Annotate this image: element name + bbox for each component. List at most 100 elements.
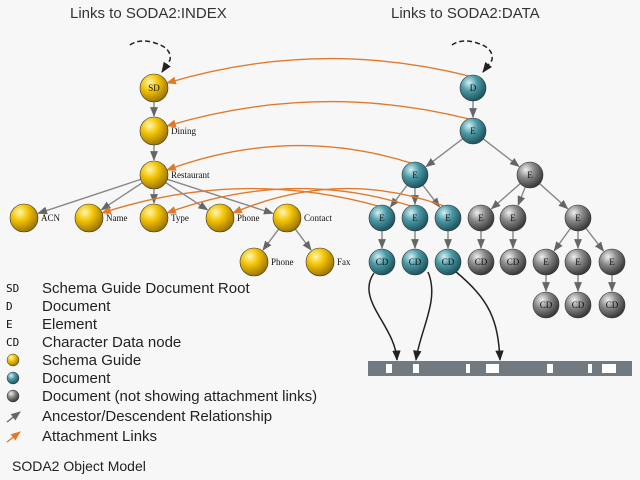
gray-node-ball (499, 248, 527, 276)
node-type: Type (139, 203, 189, 233)
doc-ball-icon (6, 371, 20, 385)
data-bar (368, 361, 632, 376)
legend-text: Ancestor/Descendent Relationship (42, 408, 272, 425)
node-symbol: CD (442, 257, 455, 267)
data-bar-segment (386, 364, 392, 373)
node-symbol: CD (540, 300, 553, 310)
node-e2: E (401, 161, 429, 189)
node-label: Dining (171, 126, 197, 136)
schema-node-ball (139, 203, 169, 233)
tree-edge-contact-phone2 (262, 228, 280, 251)
node-label: Contact (304, 213, 332, 223)
doc-node-ball (401, 248, 429, 276)
node-e3b: E (401, 204, 429, 232)
tree-edges (37, 101, 616, 292)
node-symbol: E (575, 257, 581, 267)
node-contact: Contact (272, 203, 332, 233)
gray-node-ball (598, 291, 626, 319)
node-phone2: Phone (239, 247, 294, 277)
tree-edge-g_e3c-g_e4c (585, 227, 605, 252)
tree-edge-restaurant-name (100, 182, 143, 211)
node-g_e3c: E (564, 204, 592, 232)
node-label: Name (106, 213, 128, 223)
node-symbol: SD (148, 83, 160, 93)
node-g_e2: E (516, 161, 544, 189)
doc-node-ball (401, 161, 429, 189)
legend-text: Document (42, 370, 111, 387)
tree-edge-restaurant-phone1 (165, 182, 209, 211)
node-symbol: CD (376, 257, 389, 267)
node-symbol: E (510, 213, 516, 223)
node-g_e3a: E (467, 204, 495, 232)
tree-edge-e2-e3a (389, 184, 408, 208)
node-name: Name (74, 203, 128, 233)
tree-edge-restaurant-contact (167, 178, 274, 215)
doc-node-ball (459, 117, 487, 145)
node-label: ACN (41, 213, 61, 223)
node-symbol: E (412, 213, 418, 223)
legend-item: Document (6, 370, 111, 387)
doc-node-ball (434, 248, 462, 276)
node-symbol: E (575, 213, 581, 223)
tree-edge-restaurant-acn (37, 178, 141, 215)
data-bar-segment (413, 364, 419, 373)
gray-node-ball (598, 248, 626, 276)
gray-node-ball (532, 248, 560, 276)
node-label: Phone (271, 257, 294, 267)
gray-node-ball (516, 161, 544, 189)
legend-symbol: E (6, 318, 13, 331)
attachment-link-e3c-phone1 (232, 187, 445, 214)
legend-text: Document (not showing attachment links) (42, 388, 317, 405)
legend-text: Schema Guide (42, 352, 141, 369)
gray-node-ball (532, 291, 560, 319)
schema-node-ball (305, 247, 335, 277)
gray-arrow-icon (6, 411, 21, 423)
data-bar-segment (466, 364, 470, 373)
gray-ball-icon (6, 389, 20, 403)
node-symbol: E (527, 170, 533, 180)
data-bar-segment (588, 364, 592, 373)
legend-text: Document (42, 298, 111, 315)
node-symbol: CD (475, 257, 488, 267)
node-g_e3b: E (499, 204, 527, 232)
data-bar-segment (547, 364, 553, 373)
doc-node-ball (368, 204, 396, 232)
tree-edge-g_e2-g_e3a (490, 183, 521, 210)
tree-edge-e1-g_e2 (482, 138, 520, 168)
node-symbol: E (609, 257, 615, 267)
node-g_e4c: E (598, 248, 626, 276)
cd-data-link (413, 271, 433, 362)
schema-node-ball (74, 203, 104, 233)
node-d: D (459, 74, 487, 102)
node-symbol: E (543, 257, 549, 267)
cd-data-link (368, 272, 401, 362)
header-links-to-index: Links to SODA2:INDEX (70, 5, 227, 22)
node-symbol: E (412, 170, 418, 180)
node-g_cd3: CD (532, 291, 560, 319)
gray-node-ball (564, 204, 592, 232)
schema-ball-icon (6, 353, 20, 367)
tree-edge-g_e3c-g_e4a (553, 228, 571, 252)
gray-node-ball (564, 248, 592, 276)
node-label: Restaurant (171, 170, 210, 180)
node-acn: ACN (9, 203, 61, 233)
attachment-link-e3b-type (166, 187, 412, 214)
node-symbol: CD (572, 300, 585, 310)
sd-parent-squiggle (129, 40, 171, 73)
tree-edge-e1-e2 (425, 138, 464, 168)
node-cd2: CD (401, 248, 429, 276)
node-label: Phone (237, 213, 260, 223)
data-bar-segment (602, 364, 616, 373)
node-symbol: E (478, 213, 484, 223)
node-e3a: E (368, 204, 396, 232)
node-cd1: CD (368, 248, 396, 276)
node-symbol: CD (409, 257, 422, 267)
doc-node-ball (459, 74, 487, 102)
node-sd: SD (139, 73, 169, 103)
schema-node-ball (139, 73, 169, 103)
gray-node-ball (467, 204, 495, 232)
